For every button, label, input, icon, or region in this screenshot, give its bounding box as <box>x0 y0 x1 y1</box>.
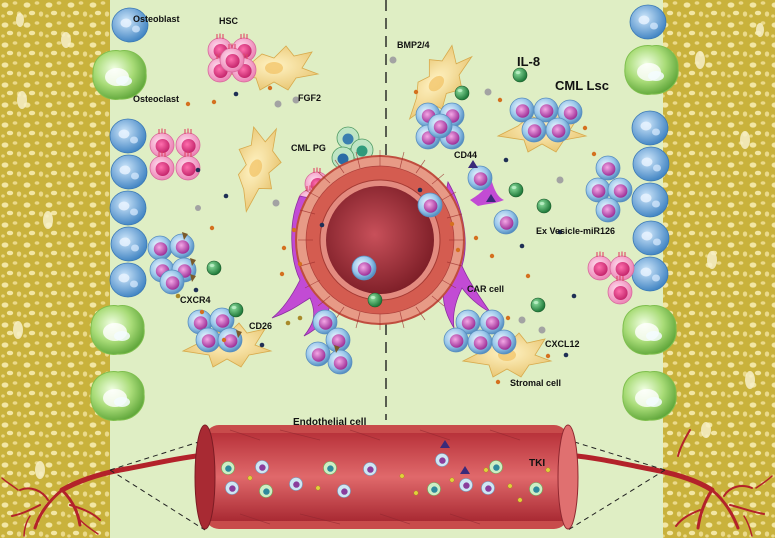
receptor-markers <box>182 160 496 474</box>
label-il8: IL-8 <box>517 54 541 69</box>
label-endothelial-cell: Endothelial cell <box>293 417 367 428</box>
label-osteoblast: Osteoblast <box>133 14 180 24</box>
bone-lacunae <box>13 13 764 479</box>
bone-right <box>663 0 775 538</box>
label-cml-lsc: CML Lsc <box>555 78 609 93</box>
label-osteoclast: Osteoclast <box>133 94 180 104</box>
cml-pg-cells <box>331 126 374 170</box>
label-cd44: CD44 <box>454 150 478 160</box>
signal-dots <box>175 56 597 385</box>
label-hsc: HSC <box>219 16 239 26</box>
bone-left <box>0 0 110 538</box>
label-cml-pg: CML PG <box>291 143 326 153</box>
label-cd26: CD26 <box>249 321 273 331</box>
connector-left-lower <box>109 469 206 531</box>
artery-left <box>1 452 208 537</box>
label-cxcr4: CXCR4 <box>180 295 211 305</box>
label-stromal-cell: Stromal cell <box>510 378 562 388</box>
label-fgf2: FGF2 <box>298 93 322 103</box>
label-car-cell: CAR cell <box>467 284 505 294</box>
artery-right <box>565 429 773 537</box>
label-tki: TKI <box>529 458 546 469</box>
label-bmp: BMP2/4 <box>397 40 430 50</box>
connector-right-lower <box>567 469 666 531</box>
connector-left <box>109 439 206 471</box>
endothelial-vessel <box>194 424 579 530</box>
connector-right <box>567 439 666 471</box>
label-cxcl12: CXCL12 <box>545 339 580 349</box>
label-ex-vesicle: Ex Vesicle-miR126 <box>536 226 616 236</box>
